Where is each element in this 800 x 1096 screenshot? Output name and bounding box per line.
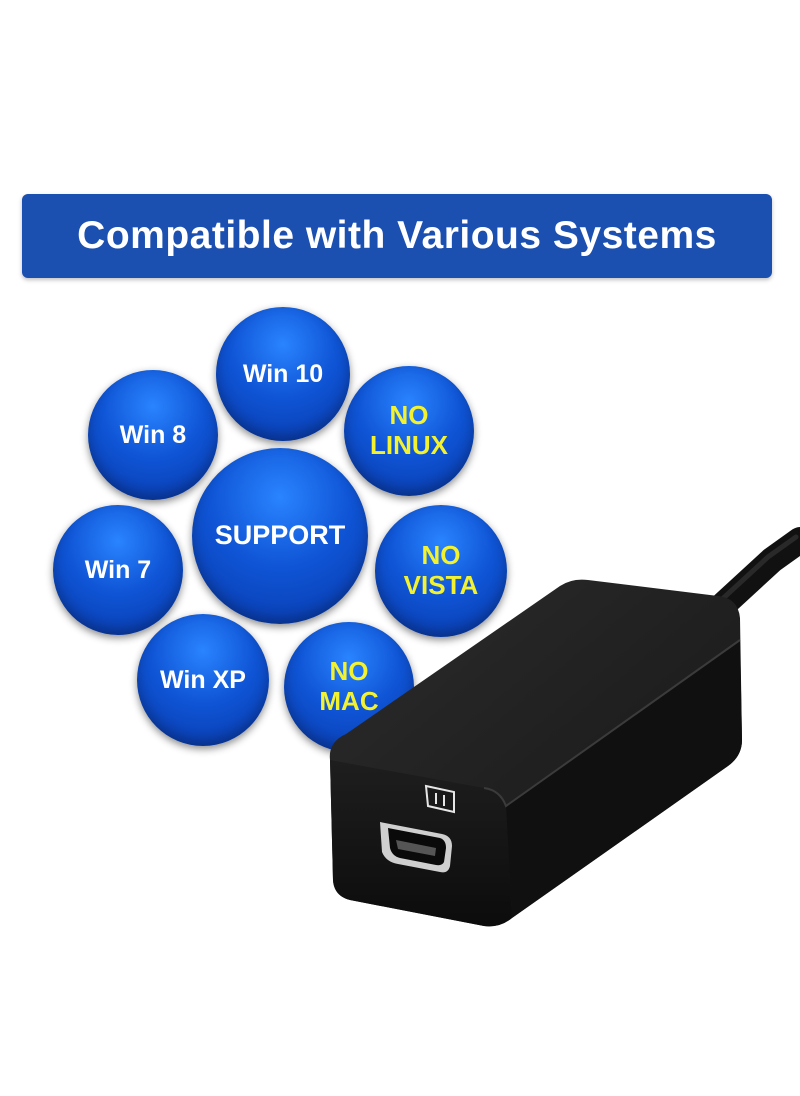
- hdmi-port: [380, 822, 452, 873]
- circle-no-mac-line1: NO: [329, 656, 369, 687]
- circle-no-mac-line2: MAC: [319, 686, 379, 716]
- circle-win10-label: Win 10: [242, 359, 324, 388]
- circle-win7: Win 7: [53, 505, 183, 635]
- circle-no-linux-line2: LINUX: [370, 430, 448, 460]
- circle-support: SUPPORT: [192, 448, 368, 624]
- circle-winxp-label: Win XP: [160, 665, 246, 694]
- banner-title: Compatible with Various Systems: [77, 214, 717, 257]
- circle-win10: Win 10: [216, 307, 350, 441]
- circle-no-vista-line1: NO: [421, 540, 461, 571]
- compatibility-banner: Compatible with Various Systems: [22, 194, 772, 278]
- circle-win8: Win 8: [88, 370, 218, 500]
- circle-support-label: SUPPORT: [214, 520, 346, 551]
- circle-no-vista: NO VISTA: [375, 505, 507, 637]
- hdmi-symbol-icon: [424, 784, 455, 814]
- circle-no-linux: NO LINUX: [344, 366, 474, 496]
- circle-no-vista-line2: VISTA: [403, 570, 479, 600]
- circle-win8-label: Win 8: [119, 420, 187, 449]
- circle-win7-label: Win 7: [84, 555, 152, 584]
- circle-no-linux-line1: NO: [389, 400, 429, 431]
- circle-winxp: Win XP: [137, 614, 269, 746]
